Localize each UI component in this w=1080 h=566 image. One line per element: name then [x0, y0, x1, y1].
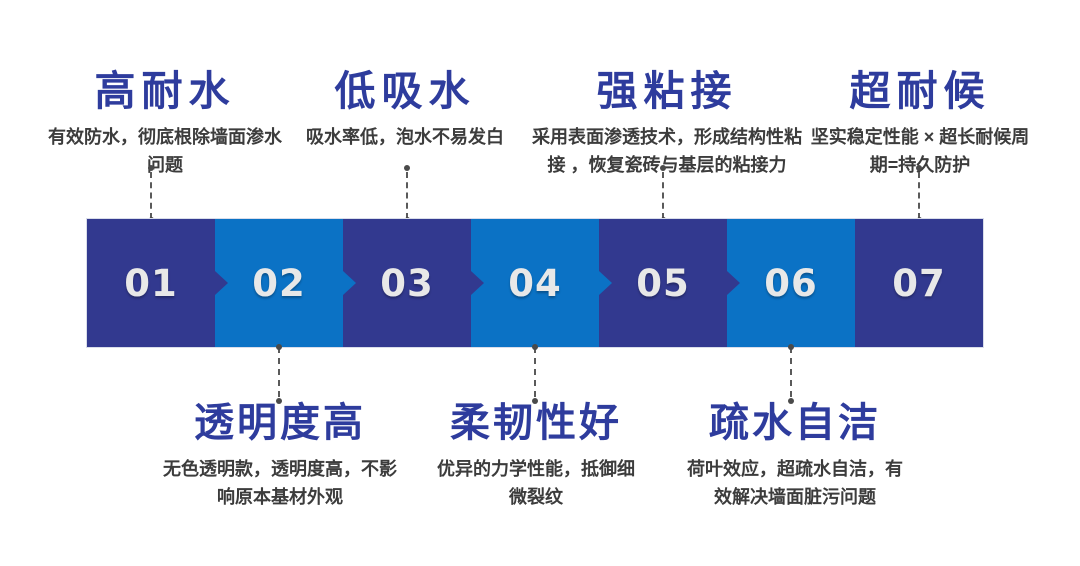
feature-title: 透明度高 [194, 401, 366, 445]
step-number: 03 [380, 261, 434, 305]
connector-line-step-06 [788, 344, 794, 404]
connector-line-step-03 [404, 165, 410, 222]
connector-line-step-04 [532, 344, 538, 404]
feature-desc: 吸水率低，泡水不易发白 [265, 123, 545, 151]
step-number: 07 [892, 261, 946, 305]
timeline-step-01: 01 [87, 219, 215, 347]
feature-bottom-good-flexibility: 柔韧性好 优异的力学性能，抵御细 微裂纹 [386, 400, 686, 511]
feature-desc: 荷叶效应，超疏水自洁，有 效解决墙面脏污问题 [645, 455, 945, 511]
feature-desc-line: 接 ，恢复瓷砖与基层的粘接力 [547, 155, 787, 175]
timeline-step-03: 03 [343, 219, 471, 347]
feature-desc-line: 优异的力学性能，抵御细 [437, 459, 635, 479]
feature-title: 强粘接 [596, 68, 738, 114]
timeline-step-02: 02 [215, 219, 343, 347]
feature-desc-line: 有效防水，彻底根除墙面渗水 [48, 127, 282, 147]
feature-desc: 优异的力学性能，抵御细 微裂纹 [386, 455, 686, 511]
step-number: 01 [124, 261, 178, 305]
step-number: 02 [252, 261, 306, 305]
feature-desc-line: 采用表面渗透技术，形成结构性粘 [532, 127, 802, 147]
feature-title: 高耐水 [94, 68, 236, 114]
feature-desc: 采用表面渗透技术，形成结构性粘 接 ，恢复瓷砖与基层的粘接力 [517, 123, 817, 179]
timeline-bar: 01 02 03 04 05 06 07 [87, 219, 983, 347]
timeline-step-04: 04 [471, 219, 599, 347]
timeline-step-05: 05 [599, 219, 727, 347]
feature-desc-line: 响原本基材外观 [217, 487, 343, 507]
feature-title: 低吸水 [334, 68, 476, 114]
connector-line-step-02 [276, 344, 282, 404]
feature-desc-line: 微裂纹 [509, 487, 563, 507]
feature-desc: 有效防水，彻底根除墙面渗水 问题 [25, 123, 305, 179]
feature-desc-line: 无色透明款，透明度高，不影 [163, 459, 397, 479]
feature-title: 疏水自洁 [709, 401, 881, 445]
feature-desc-line: 吸水率低，泡水不易发白 [306, 127, 504, 147]
feature-bottom-high-transparency: 透明度高 无色透明款，透明度高，不影 响原本基材外观 [130, 400, 430, 511]
feature-desc-line: 问题 [147, 155, 183, 175]
step-number: 05 [636, 261, 690, 305]
feature-top-weather-resistance: 超耐候 坚实稳定性能 × 超长耐候周 期=持久防护 [780, 68, 1060, 179]
feature-title: 柔韧性好 [450, 401, 622, 445]
feature-top-low-absorption: 低吸水 吸水率低，泡水不易发白 [265, 68, 545, 151]
step-number: 04 [508, 261, 562, 305]
step-number: 06 [764, 261, 818, 305]
connector-line-step-07 [916, 165, 922, 222]
feature-top-strong-adhesion: 强粘接 采用表面渗透技术，形成结构性粘 接 ，恢复瓷砖与基层的粘接力 [517, 68, 817, 179]
feature-desc-line: 荷叶效应，超疏水自洁，有 [687, 459, 903, 479]
feature-top-high-water-resistance: 高耐水 有效防水，彻底根除墙面渗水 问题 [25, 68, 305, 179]
timeline-step-06: 06 [727, 219, 855, 347]
timeline-step-07: 07 [855, 219, 983, 347]
feature-desc: 无色透明款，透明度高，不影 响原本基材外观 [130, 455, 430, 511]
feature-desc-line: 效解决墙面脏污问题 [714, 487, 876, 507]
connector-line-step-01 [148, 165, 154, 222]
feature-bottom-hydrophobic-self-cleaning: 疏水自洁 荷叶效应，超疏水自洁，有 效解决墙面脏污问题 [645, 400, 945, 511]
connector-line-step-05 [660, 165, 666, 222]
feature-desc-line: 坚实稳定性能 × 超长耐候周 [810, 127, 1030, 147]
feature-title: 超耐候 [849, 68, 991, 114]
